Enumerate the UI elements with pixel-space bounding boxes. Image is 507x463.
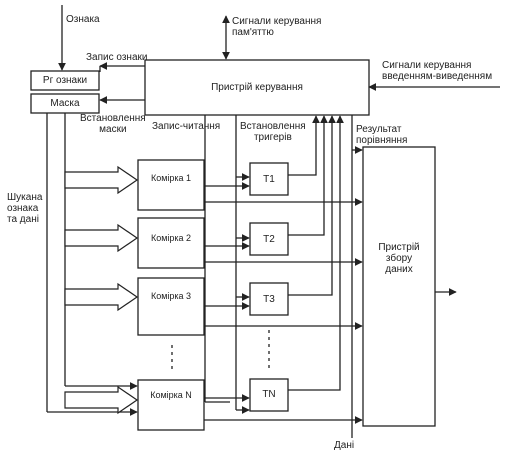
trigger-1-box	[249, 162, 289, 196]
write-feature-label: Запис ознаки	[86, 52, 148, 63]
trigger-2-label: T2	[263, 234, 275, 245]
trigger-3-box	[249, 282, 289, 316]
cell-3-box	[137, 277, 205, 336]
cell-1-label: Комірка 1	[150, 173, 192, 183]
cell-1-box	[137, 159, 205, 211]
trigger-1-label: T1	[263, 174, 275, 185]
collector-label: Пристрій збору даних	[378, 242, 420, 275]
data-label: Дані	[334, 440, 355, 451]
read-write-label: Запис-читання	[152, 121, 221, 132]
mask-label: Маска	[50, 98, 80, 109]
search-arrow-1	[64, 165, 139, 195]
search-feature-label: Шукана ознака та дані	[7, 192, 43, 225]
compare-result-label: Результат порівняння	[356, 124, 408, 146]
cell-2-label: Комірка 2	[150, 233, 192, 243]
memory-control-label: Сигнали керування пам'яттю	[232, 16, 322, 38]
rg-feature-label: Рг ознаки	[42, 75, 88, 86]
search-arrow-n	[64, 385, 139, 415]
search-arrow-3	[64, 282, 139, 312]
feature-input-label: Ознака	[66, 14, 100, 25]
trigger-n-box	[249, 378, 289, 412]
collector-box	[362, 146, 436, 427]
trigger-n-label: TN	[262, 389, 276, 400]
set-triggers-label: Встановлення тригерів	[240, 121, 306, 143]
cell-n-label: Комірка N	[150, 390, 192, 400]
io-control-label: Сигнали керування введенням-виведенням	[382, 60, 493, 82]
control-unit-label: Пристрій керування	[211, 82, 303, 93]
cell-3-label: Комірка 3	[150, 291, 192, 301]
rg-feature-box	[30, 70, 100, 91]
trigger-2-box	[249, 222, 289, 256]
set-mask-label: Встановлення маски	[80, 113, 146, 135]
search-arrow-2	[64, 223, 139, 253]
trigger-3-label: T3	[263, 294, 275, 305]
cell-n-box	[137, 379, 205, 431]
cell-2-box	[137, 217, 205, 269]
